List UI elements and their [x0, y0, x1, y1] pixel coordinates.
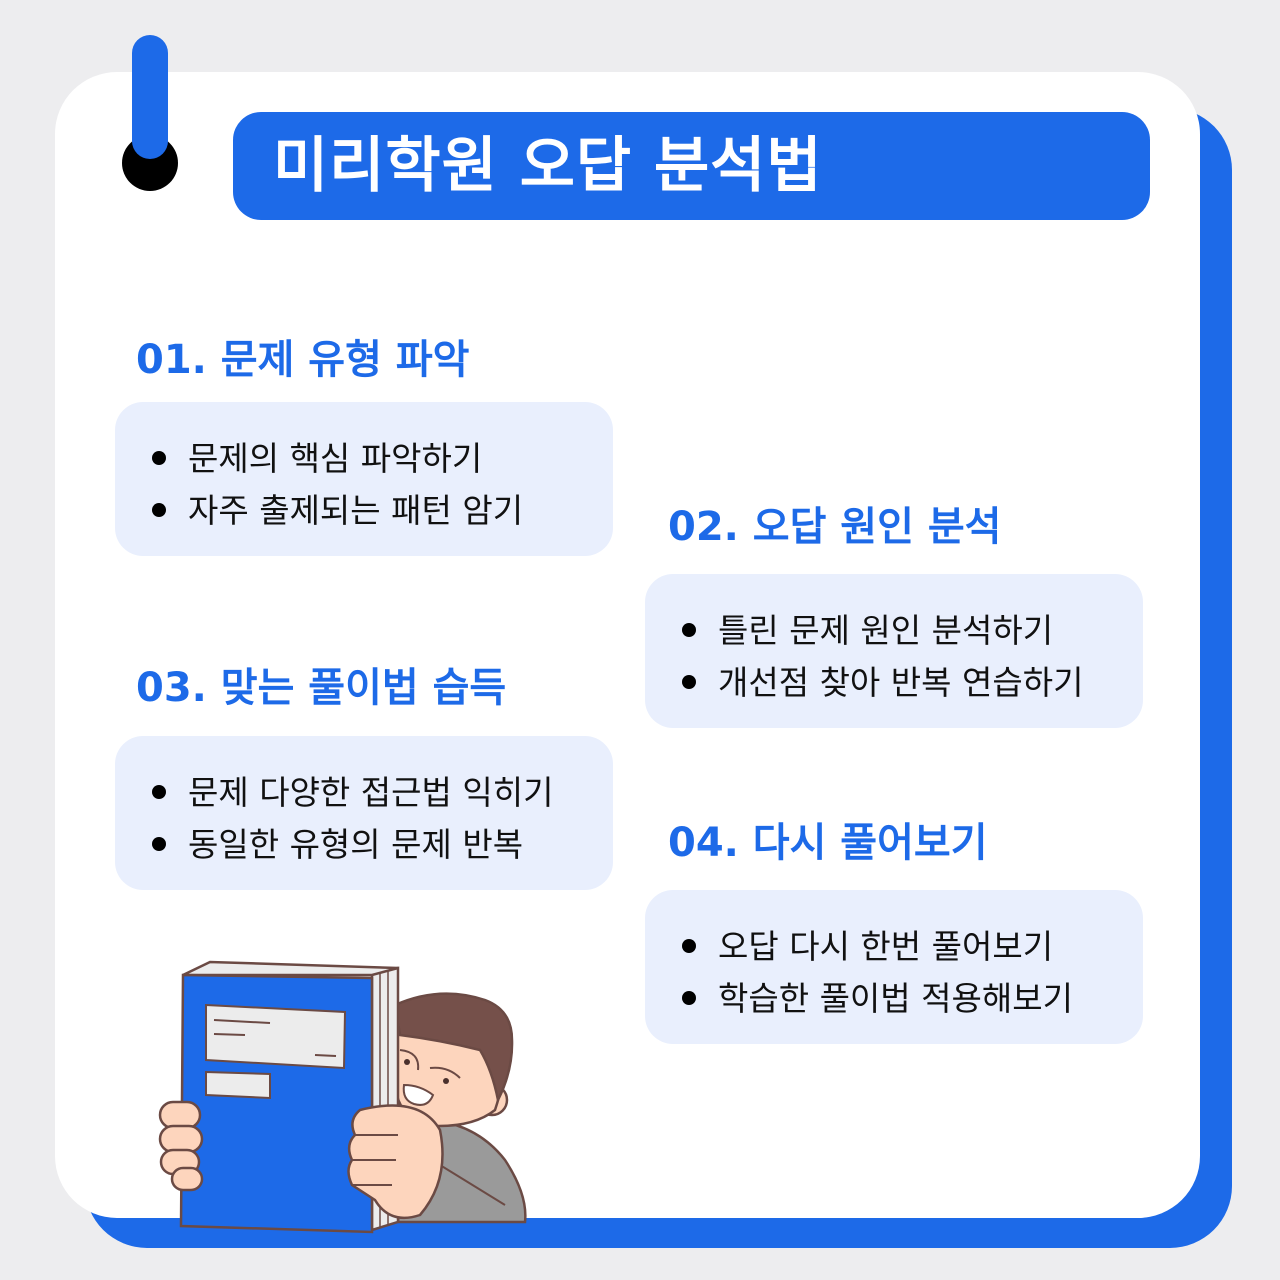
list-item: 틀린 문제 원인 분석하기 [645, 604, 1143, 656]
list-item-text: 동일한 유형의 문제 반복 [188, 824, 524, 864]
bullet-icon [682, 623, 696, 637]
bullet-icon [152, 785, 166, 799]
page-title: 미리학원 오답 분석법 [273, 131, 823, 201]
list-item: 개선점 찾아 반복 연습하기 [645, 656, 1143, 708]
section-title-1: 01. 문제 유형 파악 [136, 337, 470, 383]
bullet-icon [152, 451, 166, 465]
list-item: 학습한 풀이법 적용해보기 [645, 972, 1143, 1024]
section-title-2: 02. 오답 원인 분석 [668, 504, 1002, 550]
section-title-4: 04. 다시 풀어보기 [668, 820, 988, 866]
section-title-3: 03. 맞는 풀이법 습득 [136, 665, 507, 711]
list-item-text: 틀린 문제 원인 분석하기 [718, 610, 1054, 650]
list-item-text: 학습한 풀이법 적용해보기 [718, 978, 1073, 1018]
bullet-icon [152, 837, 166, 851]
list-item: 동일한 유형의 문제 반복 [115, 818, 613, 870]
list-item-text: 문제의 핵심 파악하기 [188, 438, 483, 478]
bullet-icon [682, 939, 696, 953]
list-item: 오답 다시 한번 풀어보기 [645, 920, 1143, 972]
list-item-text: 개선점 찾아 반복 연습하기 [718, 662, 1084, 702]
list-item: 자주 출제되는 패턴 암기 [115, 484, 613, 536]
section-box-2: 틀린 문제 원인 분석하기 개선점 찾아 반복 연습하기 [645, 574, 1143, 728]
bullet-icon [152, 503, 166, 517]
section-box-1: 문제의 핵심 파악하기 자주 출제되는 패턴 암기 [115, 402, 613, 556]
person-holding-book-icon [158, 960, 527, 1234]
list-item-text: 오답 다시 한번 풀어보기 [718, 926, 1054, 966]
pin-bar-icon [132, 35, 168, 159]
bullet-icon [682, 675, 696, 689]
list-item-text: 자주 출제되는 패턴 암기 [188, 490, 524, 530]
section-box-4: 오답 다시 한번 풀어보기 학습한 풀이법 적용해보기 [645, 890, 1143, 1044]
list-item: 문제 다양한 접근법 익히기 [115, 766, 613, 818]
list-item-text: 문제 다양한 접근법 익히기 [188, 772, 554, 812]
list-item: 문제의 핵심 파악하기 [115, 432, 613, 484]
section-box-3: 문제 다양한 접근법 익히기 동일한 유형의 문제 반복 [115, 736, 613, 890]
title-banner: 미리학원 오답 분석법 [233, 112, 1150, 220]
bullet-icon [682, 991, 696, 1005]
